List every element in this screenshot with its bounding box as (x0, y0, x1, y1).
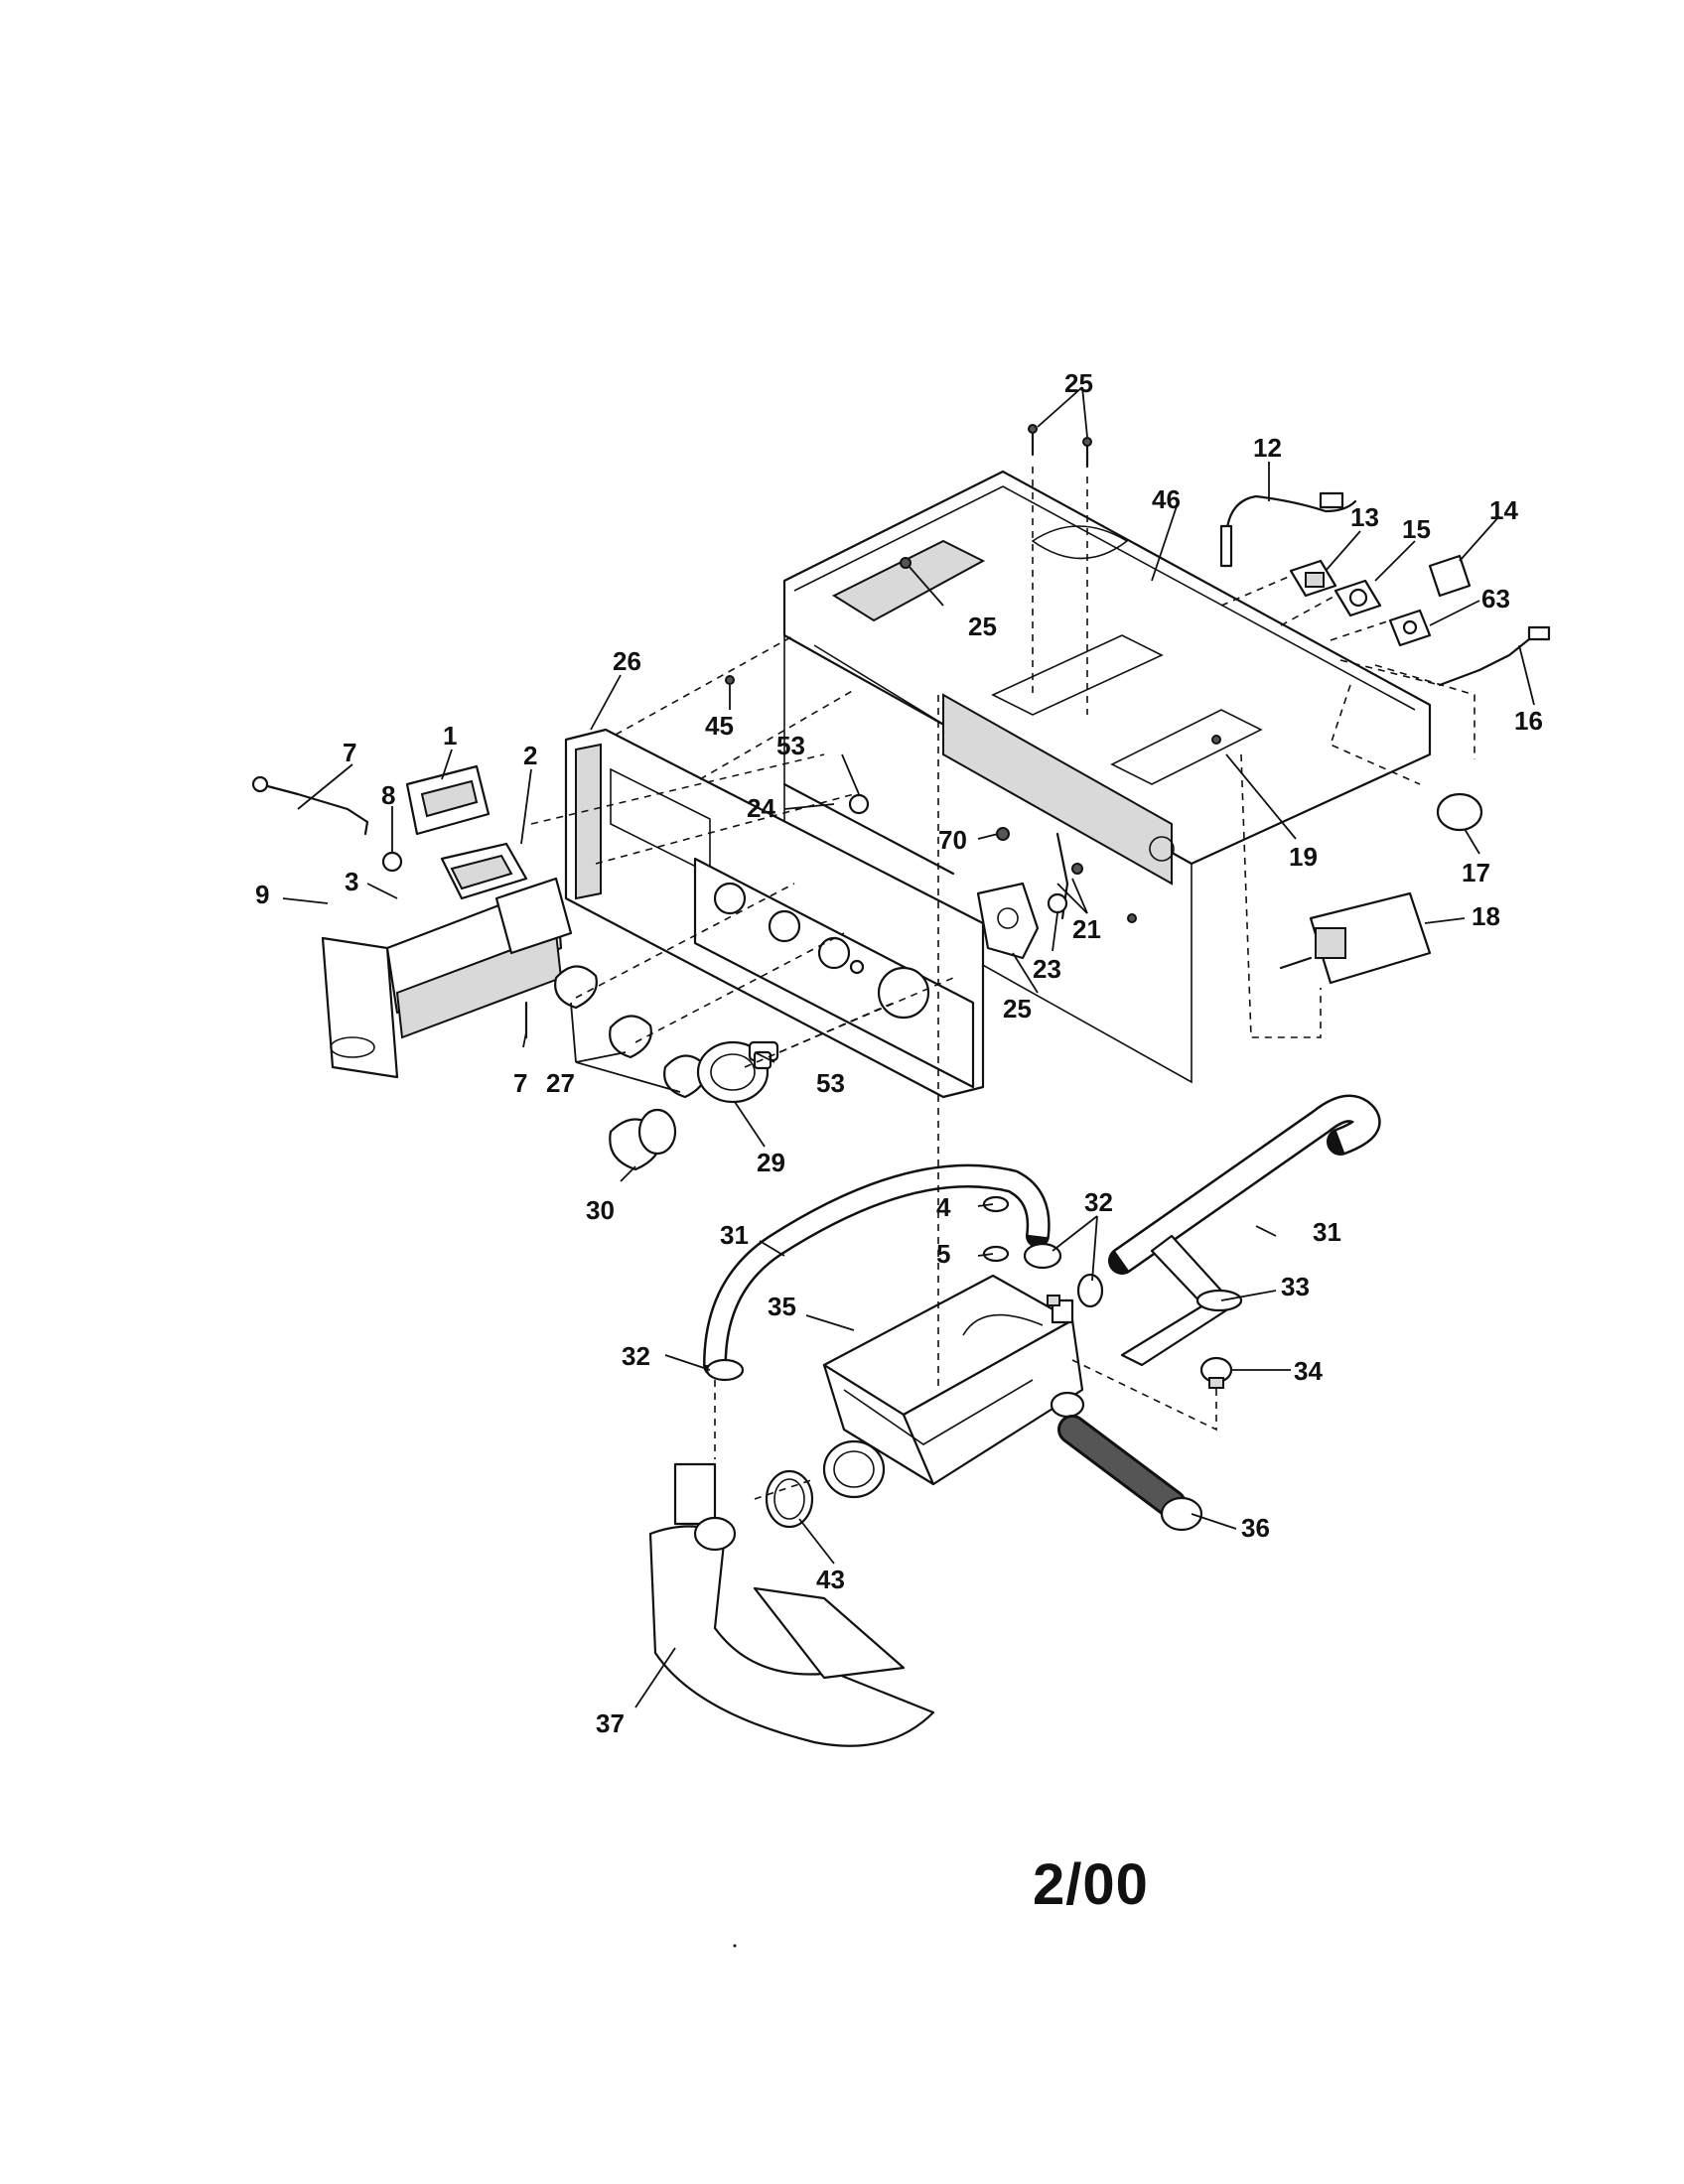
page-code: 2/00 (1033, 1852, 1149, 1917)
dispenser-bracket-part (251, 775, 528, 1039)
electrical-components-part (782, 491, 1551, 985)
callout-17: 17 (1462, 858, 1490, 887)
callout-18: 18 (1472, 901, 1500, 931)
callout-43: 43 (816, 1565, 845, 1594)
callout-8: 7 (513, 1068, 527, 1098)
callout-14: 14 (1489, 495, 1518, 525)
callout-35: 34 (1294, 1356, 1323, 1386)
callout-1: 1 (443, 721, 457, 751)
control-console-part (564, 728, 985, 1099)
hose-clamp-part (705, 1195, 1104, 1382)
callout-63: 63 (1481, 584, 1510, 614)
callout-36: 35 (768, 1292, 796, 1321)
callout-19: 21 (1072, 914, 1101, 944)
callout-33b: 32 (622, 1341, 650, 1371)
callout-27: 26 (613, 646, 641, 676)
gasket-part (765, 1469, 814, 1529)
callout-37: 36 (1241, 1513, 1270, 1543)
callout-33: 32 (1084, 1187, 1113, 1217)
callout-31: 29 (757, 1148, 785, 1177)
callout-32: 31 (1313, 1217, 1341, 1247)
callout-9: 9 (255, 880, 269, 909)
callout-30: 30 (586, 1195, 615, 1225)
pressure-arm-part (1120, 1234, 1243, 1389)
callout-21: 19 (1289, 842, 1318, 872)
callout-26: 25 (1064, 368, 1093, 398)
callout-7: 8 (381, 780, 395, 810)
dispenser-cup-part (405, 764, 528, 900)
callout-26b: 25 (968, 612, 997, 641)
dispenser-housing-part (822, 1274, 1085, 1499)
bellows-hose-part (1057, 1415, 1203, 1532)
stray-dot (733, 1944, 737, 1948)
lever-bracket-part (725, 675, 1221, 960)
callout-39: 37 (596, 1708, 625, 1738)
callout-34: 33 (1281, 1272, 1310, 1301)
dispenser-drawer-part (321, 877, 573, 1079)
callout-53: 53 (816, 1068, 845, 1098)
callout-70: 70 (938, 825, 967, 855)
callout-15: 15 (1402, 514, 1431, 544)
callout-42: 45 (705, 711, 734, 741)
callout-32b: 31 (720, 1220, 749, 1250)
callout-25: 24 (747, 793, 775, 823)
callout-45: 53 (776, 731, 805, 760)
callout-6: 7 (343, 738, 356, 767)
duct-part (648, 1462, 935, 1747)
callout-5: 5 (936, 1239, 950, 1269)
hose-part (703, 1094, 1381, 1377)
callout-2: 2 (523, 741, 537, 770)
callout-46: 46 (1152, 484, 1181, 514)
callout-4: 4 (936, 1192, 951, 1222)
callout-labels: 25 12 46 13 15 14 63 25 16 26 45 53 1 2 … (255, 368, 1543, 1738)
callout-13: 13 (1350, 502, 1379, 532)
callout-29: 27 (546, 1068, 575, 1098)
callout-16: 16 (1514, 706, 1543, 736)
screw-part (900, 424, 1092, 569)
top-panel-part (782, 470, 1432, 1084)
callout-23: 23 (1033, 954, 1061, 984)
callout-3: 3 (345, 867, 358, 896)
callout-24: 25 (1003, 994, 1032, 1024)
callout-12: 12 (1253, 433, 1282, 463)
knob-part (554, 965, 779, 1171)
